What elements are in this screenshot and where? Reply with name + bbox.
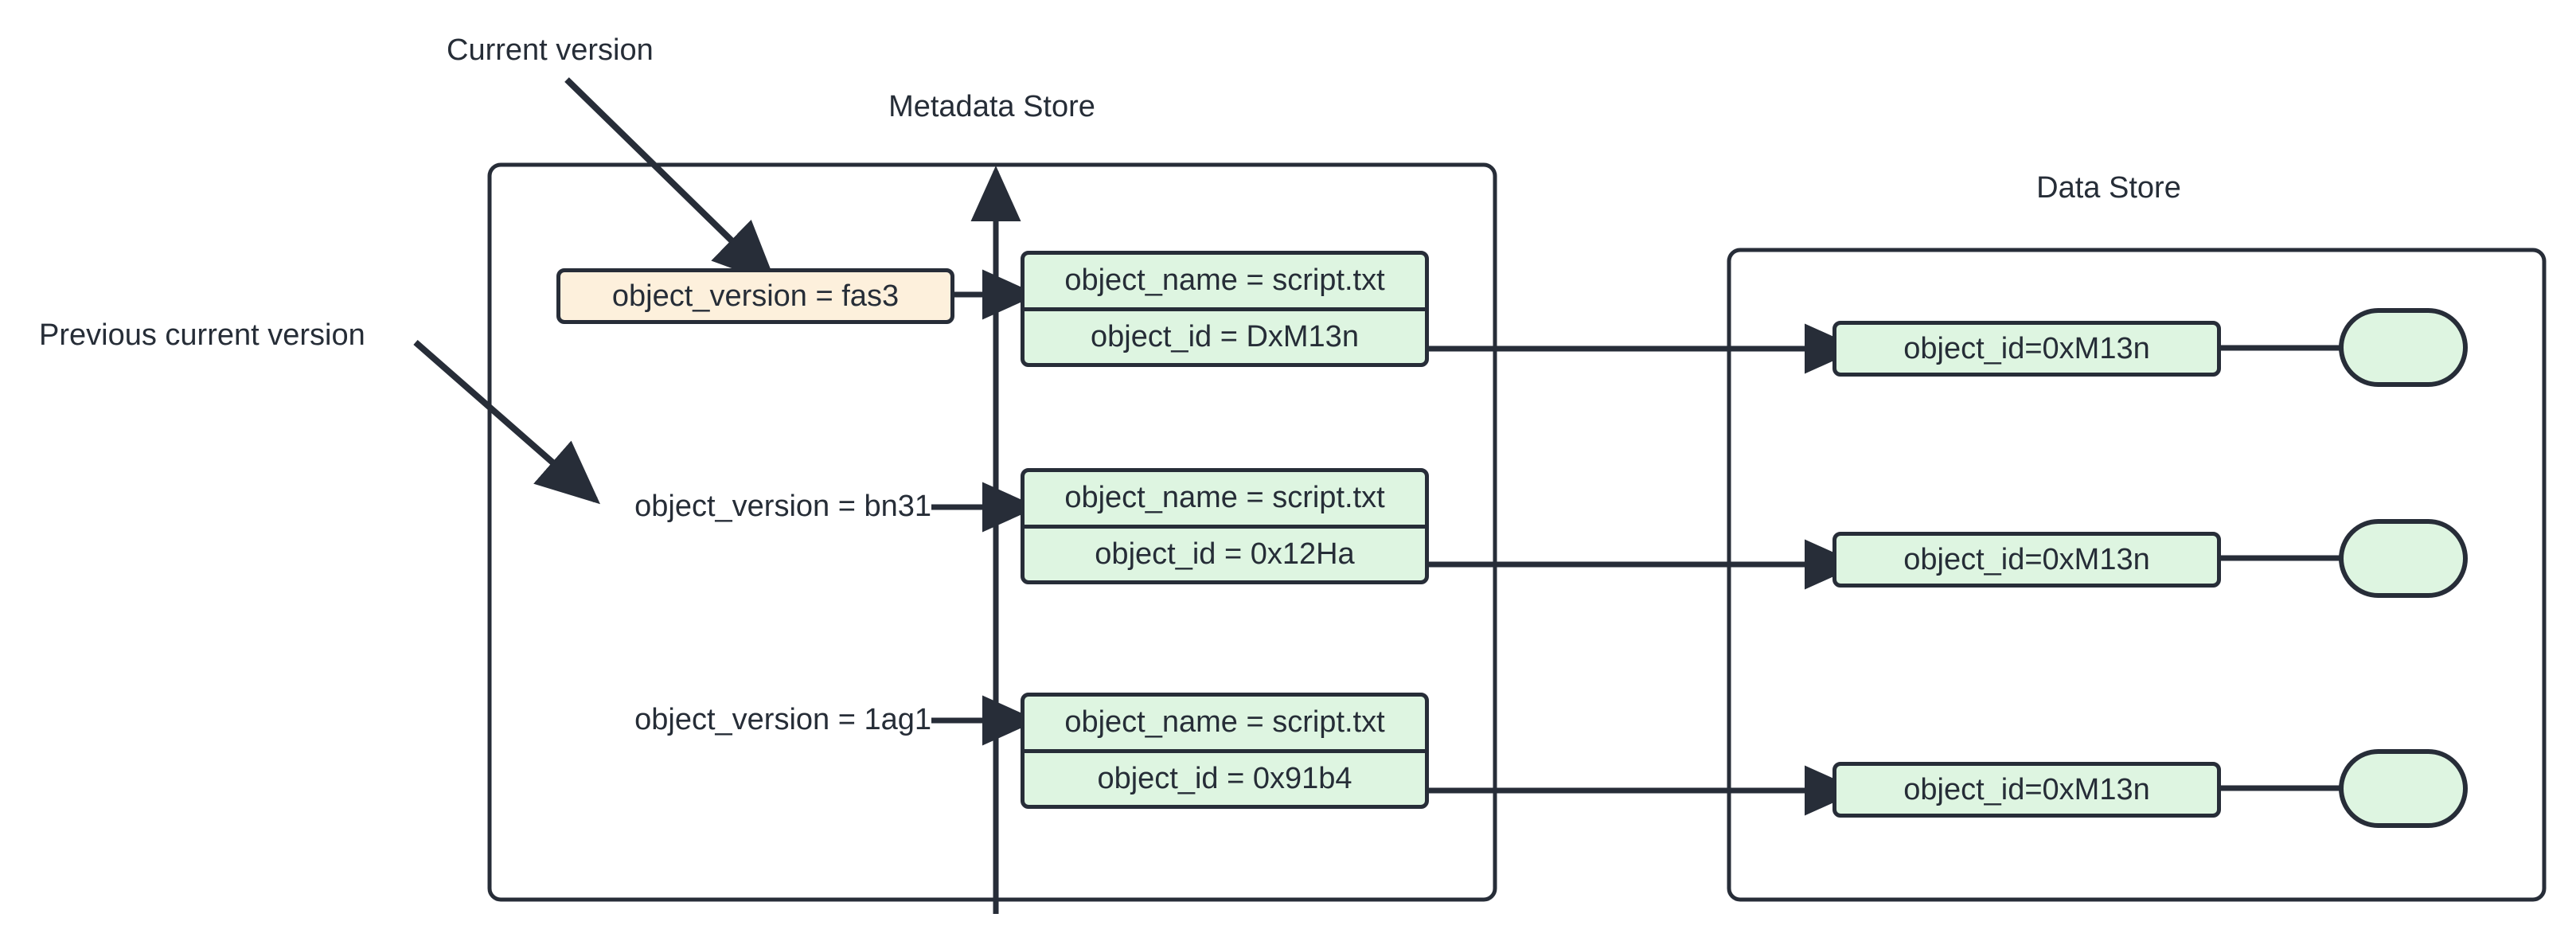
data-record-3-label: object_id=0xM13n bbox=[1903, 772, 2150, 806]
previous-current-version-callout-label: Previous current version bbox=[39, 318, 365, 352]
data-store-title: Data Store bbox=[2036, 171, 2181, 205]
previous-version-callout-arrow bbox=[413, 339, 601, 505]
data-record-2-label: object_id=0xM13n bbox=[1903, 542, 2150, 576]
current-version-callout-label: Current version bbox=[447, 33, 654, 67]
version-node-previous-label: object_version = bn31 bbox=[634, 490, 931, 523]
data-record-2[interactable]: object_id=0xM13n bbox=[1832, 532, 2221, 588]
version-node-oldest-label: object_version = 1ag1 bbox=[634, 703, 931, 736]
data-blob-2[interactable] bbox=[2339, 519, 2468, 598]
metadata-record-3[interactable]: object_name = script.txt object_id = 0x9… bbox=[1021, 693, 1429, 809]
data-blob-1[interactable] bbox=[2339, 308, 2468, 387]
metadata-record-2[interactable]: object_name = script.txt object_id = 0x1… bbox=[1021, 468, 1429, 584]
data-record-3[interactable]: object_id=0xM13n bbox=[1832, 762, 2221, 818]
metadata-record-3-id: object_id = 0x91b4 bbox=[1097, 761, 1352, 795]
metadata-record-1-id: object_id = DxM13n bbox=[1091, 319, 1359, 353]
metadata-record-1[interactable]: object_name = script.txt object_id = DxM… bbox=[1021, 251, 1429, 367]
current-version-callout-arrow bbox=[564, 77, 777, 285]
metadata-store-title: Metadata Store bbox=[888, 90, 1095, 123]
version-node-current-label: object_version = fas3 bbox=[611, 279, 900, 313]
metadata-record-2-name: object_name = script.txt bbox=[1025, 472, 1425, 529]
metadata-record-2-id: object_id = 0x12Ha bbox=[1095, 537, 1355, 571]
version-node-current[interactable]: object_version = fas3 bbox=[556, 268, 954, 324]
data-record-1[interactable]: object_id=0xM13n bbox=[1832, 321, 2221, 377]
metadata-record-1-name: object_name = script.txt bbox=[1025, 255, 1425, 311]
metadata-record-3-name: object_name = script.txt bbox=[1025, 697, 1425, 753]
version-node-oldest[interactable]: object_version = 1ag1 bbox=[533, 703, 931, 737]
data-blob-3[interactable] bbox=[2339, 749, 2468, 828]
version-node-previous[interactable]: object_version = bn31 bbox=[533, 490, 931, 524]
data-record-1-label: object_id=0xM13n bbox=[1903, 331, 2150, 365]
